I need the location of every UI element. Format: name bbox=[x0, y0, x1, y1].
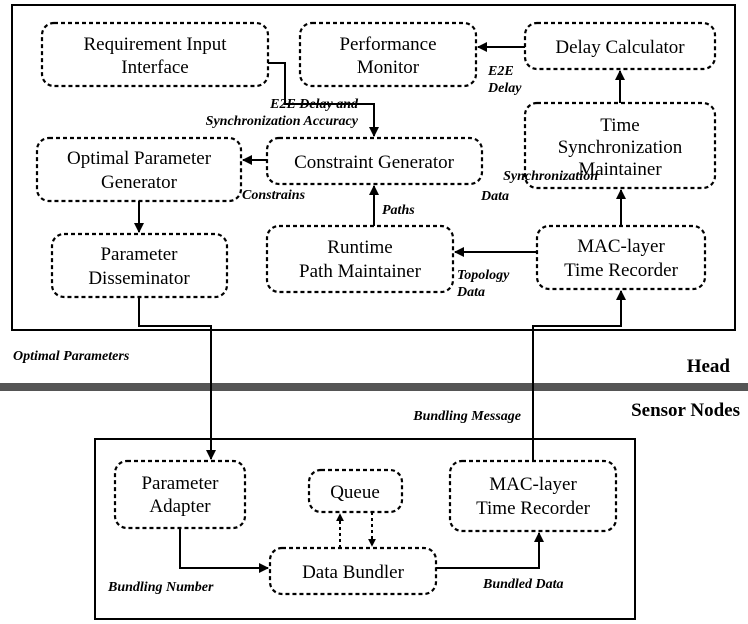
block-line: Parameter bbox=[141, 473, 219, 494]
head-region-label: Head bbox=[687, 356, 731, 377]
mac-layer-time-recorder-head-block: MAC-layer Time Recorder bbox=[535, 224, 707, 291]
block-line: Parameter bbox=[100, 244, 178, 265]
data-bundler-block: Data Bundler bbox=[268, 546, 438, 596]
block-line: Generator bbox=[101, 172, 178, 193]
block-line: Time Recorder bbox=[476, 498, 590, 519]
paths-label: Paths bbox=[382, 203, 415, 218]
constraint-generator-block: Constraint Generator bbox=[265, 136, 484, 186]
block-line: Maintainer bbox=[578, 159, 662, 180]
mac-layer-time-recorder-sensor-block: MAC-layer Time Recorder bbox=[448, 459, 618, 533]
block-line: Synchronization bbox=[558, 137, 683, 158]
sensor-frame bbox=[94, 438, 636, 620]
arrow-bundling-message bbox=[532, 290, 626, 461]
parameter-disseminator-block: Parameter Disseminator bbox=[50, 232, 229, 299]
head-frame bbox=[11, 4, 736, 331]
bundled-data-label: Bundled Data bbox=[482, 577, 564, 592]
runtime-path-maintainer-block: Runtime Path Maintainer bbox=[265, 224, 455, 294]
delay-calculator-block: Delay Calculator bbox=[523, 21, 717, 71]
constrains-label: Constrains bbox=[242, 188, 306, 203]
block-line: Interface bbox=[121, 57, 189, 78]
block-line: Data Bundler bbox=[302, 562, 405, 583]
time-synchronization-maintainer-block: Time Synchronization Maintainer bbox=[523, 101, 717, 190]
e2e-sync-label-line2: Synchronization Accuracy bbox=[206, 114, 359, 129]
block-line: Time bbox=[600, 115, 639, 136]
block-line: MAC-layer bbox=[489, 474, 577, 495]
e2e-delay-label-line2: Delay bbox=[487, 81, 522, 96]
bundling-message-label: Bundling Message bbox=[412, 409, 521, 424]
sync-data-label-line2: Data bbox=[480, 189, 509, 204]
block-line: Constraint Generator bbox=[294, 152, 455, 173]
arrow-bundling-number bbox=[179, 528, 269, 573]
bundling-number-label: Bundling Number bbox=[107, 580, 214, 595]
block-line: Path Maintainer bbox=[299, 261, 422, 282]
e2e-delay-label-line1: E2E bbox=[487, 64, 514, 79]
block-line: Delay Calculator bbox=[555, 37, 685, 58]
arrow-optimal-parameters bbox=[138, 297, 216, 460]
queue-block: Queue bbox=[307, 468, 404, 514]
requirement-input-interface-block: Requirement Input Interface bbox=[40, 21, 270, 88]
block-line: Optimal Parameter bbox=[67, 148, 212, 169]
separator-bar bbox=[0, 383, 748, 391]
block-line: Queue bbox=[330, 482, 380, 503]
topology-data-label-line2: Data bbox=[456, 285, 485, 300]
arrow-requirement-to-constraint bbox=[268, 62, 379, 137]
e2e-sync-label-line1: E2E Delay and bbox=[269, 97, 359, 112]
performance-monitor-block: Performance Monitor bbox=[298, 21, 478, 88]
block-line: MAC-layer bbox=[577, 236, 665, 257]
arrow-bundled-data bbox=[436, 532, 544, 569]
sync-data-label-line1: Synchronization bbox=[503, 169, 598, 184]
block-line: Performance bbox=[339, 34, 436, 55]
optimal-parameters-label: Optimal Parameters bbox=[13, 349, 130, 364]
block-line: Time Recorder bbox=[564, 260, 678, 281]
optimal-parameter-generator-block: Optimal Parameter Generator bbox=[35, 136, 243, 203]
topology-data-label-line1: Topology bbox=[457, 268, 510, 283]
block-line: Runtime bbox=[327, 237, 392, 258]
block-line: Monitor bbox=[357, 57, 420, 78]
block-line: Disseminator bbox=[88, 268, 190, 289]
sensor-region-label: Sensor Nodes bbox=[631, 400, 740, 421]
block-line: Adapter bbox=[149, 496, 211, 517]
parameter-adapter-block: Parameter Adapter bbox=[113, 459, 247, 530]
block-line: Requirement Input bbox=[84, 34, 228, 55]
